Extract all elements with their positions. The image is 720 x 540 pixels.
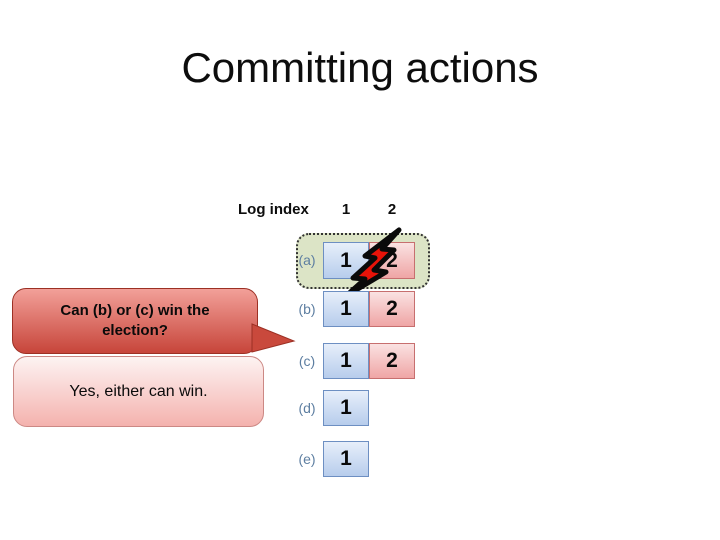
page-title: Committing actions: [181, 44, 539, 91]
column-header-2: 2: [387, 201, 397, 218]
table-row-c: (c) 1 2: [290, 343, 430, 379]
row-label: (a): [298, 252, 316, 268]
log-cell-blue: 1: [323, 291, 369, 327]
answer-callout: Yes, either can win.: [13, 356, 264, 427]
table-row-d: (d) 1: [290, 390, 430, 426]
table-row-e: (e) 1: [290, 441, 430, 477]
lightning-bolt-icon: [343, 227, 402, 299]
column-header-1: 1: [341, 201, 351, 218]
row-label: (e): [298, 451, 316, 467]
row-label: (c): [298, 353, 316, 369]
row-label: (b): [298, 301, 316, 317]
log-cell-blue: 1: [323, 390, 369, 426]
question-callout-tail-icon: [251, 323, 296, 353]
log-index-header: Log index: [238, 201, 309, 218]
log-cell-blue: 1: [323, 343, 369, 379]
question-callout: Can (b) or (c) win the election?: [12, 288, 258, 354]
row-label: (d): [298, 400, 316, 416]
log-cell-red: 2: [369, 343, 415, 379]
table-row-b: (b) 1 2: [290, 291, 430, 327]
log-cell-red: 2: [369, 291, 415, 327]
log-cell-blue: 1: [323, 441, 369, 477]
